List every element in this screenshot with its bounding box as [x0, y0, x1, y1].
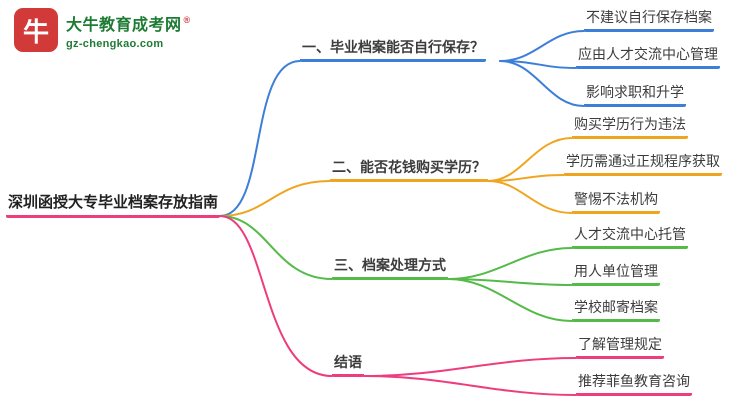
branch-node-3: 三、档案处理方式 [332, 256, 448, 280]
curve-branch1-child3 [499, 60, 585, 107]
curve-root-branch-1 [219, 60, 301, 217]
logo-text-block: 大牛教育成考网® gz-chengkao.com [66, 11, 191, 50]
child-node-3-1: 人才交流中心托管 [572, 225, 688, 249]
root-node: 深圳函授大专毕业档案存放指南 [6, 193, 221, 218]
curve-root-branch-4 [219, 215, 333, 377]
child-node-1-1: 不建议自行保存档案 [584, 8, 714, 32]
curve-branch1-child2 [499, 60, 577, 69]
curve-branch2-child2 [487, 174, 565, 182]
branch-node-4: 结语 [332, 353, 364, 377]
curve-branch3-child3 [447, 278, 573, 322]
child-node-4-2: 推荐菲鱼教育咨询 [576, 372, 692, 396]
site-name: 大牛教育成考网® [66, 11, 191, 35]
branch-node-2: 二、能否花钱购买学历？ [330, 158, 488, 182]
curve-branch4-child2 [363, 375, 577, 396]
curve-branch2-child3 [487, 180, 573, 214]
logo-bull-glyph: 牛 [22, 16, 49, 47]
child-node-3-2: 用人单位管理 [572, 262, 660, 286]
curve-root-branch-3 [219, 215, 333, 280]
site-name-text: 大牛教育成考网 [66, 16, 182, 34]
curve-branch2-child1 [487, 137, 573, 182]
child-node-4-1: 了解管理规定 [576, 335, 664, 359]
curve-branch3-child2 [447, 278, 573, 286]
curve-branch4-child1 [363, 357, 577, 377]
child-node-2-2: 学历需通过正规程序获取 [564, 152, 722, 176]
curve-branch1-child1 [499, 30, 585, 62]
curve-branch3-child1 [447, 247, 573, 280]
site-domain: gz-chengkao.com [66, 37, 164, 50]
child-node-1-2: 应由人才交流中心管理 [576, 45, 720, 69]
registered-trademark-mark: ® [183, 15, 191, 26]
branch-node-1: 一、毕业档案能否自行保存？ [300, 38, 486, 62]
child-node-1-3: 影响求职和升学 [584, 83, 686, 107]
site-logo: 牛 大牛教育成考网® gz-chengkao.com [14, 8, 191, 52]
curve-root-branch-2 [219, 180, 331, 217]
child-node-2-3: 警惕不法机构 [572, 190, 660, 214]
child-node-3-3: 学校邮寄档案 [572, 298, 660, 322]
logo-bull-icon: 牛 [14, 8, 58, 52]
child-node-2-1: 购买学历行为违法 [572, 115, 688, 139]
